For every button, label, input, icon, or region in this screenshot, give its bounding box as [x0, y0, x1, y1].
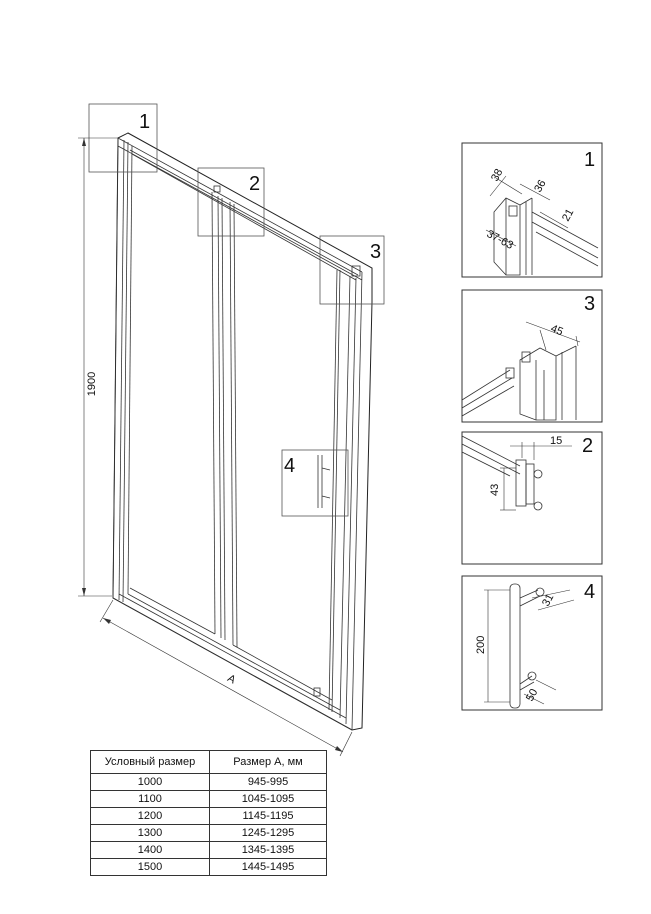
door-main-view: 1 2 3 4 1900 A: [78, 103, 385, 757]
table-row: 1500 1445-1495: [90, 858, 327, 876]
callout-number-1: 1: [139, 111, 150, 133]
size-a-cell: 945-995: [209, 773, 327, 791]
detail-2-dim-43: 43: [489, 484, 501, 496]
detail-4-frame: [461, 575, 603, 711]
detail-4-dim-31: 31: [540, 592, 556, 608]
width-label: A: [225, 672, 238, 686]
header-nominal-size: Условный размер: [90, 750, 210, 774]
detail-1-dim-37-63: 37-63: [485, 228, 515, 252]
height-dimension: 1900: [78, 137, 118, 597]
detail-4-number: 4: [584, 581, 595, 603]
nominal-size-cell: 1100: [90, 790, 210, 808]
detail-3-number: 3: [584, 293, 595, 315]
size-a-cell: 1245-1295: [209, 824, 327, 842]
detail-1-dim-21: 21: [560, 207, 576, 223]
detail-2: 2 15 43: [461, 431, 603, 565]
size-a-cell: 1445-1495: [209, 858, 327, 876]
callout-box-3: [319, 235, 385, 305]
callout-number-3: 3: [370, 241, 381, 263]
table-row: 1300 1245-1295: [90, 824, 327, 842]
size-a-cell: 1045-1095: [209, 790, 327, 808]
detail-2-frame: [461, 431, 603, 565]
detail-4-dim-50: 50: [524, 687, 540, 703]
detail-1-dim-36: 36: [532, 178, 549, 195]
size-table-header: Условный размер Размер А, мм: [90, 750, 327, 774]
detail-3-frame: [461, 289, 603, 423]
width-dimension: A: [99, 599, 353, 757]
table-row: 1400 1345-1395: [90, 841, 327, 859]
nominal-size-cell: 1400: [90, 841, 210, 859]
nominal-size-cell: 1500: [90, 858, 210, 876]
table-row: 1200 1145-1195: [90, 807, 327, 825]
height-label: 1900: [86, 372, 98, 396]
detail-1-frame: [461, 142, 603, 278]
size-table: Условный размер Размер А, мм 1000 945-99…: [90, 750, 327, 876]
nominal-size-cell: 1000: [90, 773, 210, 791]
callout-number-2: 2: [249, 173, 260, 195]
size-a-cell: 1145-1195: [209, 807, 327, 825]
table-row: 1100 1045-1095: [90, 790, 327, 808]
callout-box-4: [281, 449, 349, 517]
nominal-size-cell: 1200: [90, 807, 210, 825]
detail-4-dim-200: 200: [475, 636, 487, 654]
callout-number-4: 4: [284, 455, 295, 477]
table-row: 1000 945-995: [90, 773, 327, 791]
detail-1-dim-38: 38: [489, 167, 505, 183]
detail-3: 3 45: [461, 289, 603, 423]
nominal-size-cell: 1300: [90, 824, 210, 842]
detail-1: 1 38 36 37-63 21: [461, 142, 603, 278]
callout-box-2: [197, 167, 265, 237]
detail-3-dim-45: 45: [549, 323, 565, 339]
detail-2-number: 2: [582, 435, 593, 457]
header-size-a: Размер А, мм: [209, 750, 327, 774]
size-a-cell: 1345-1395: [209, 841, 327, 859]
detail-4: 4 200 31 50: [461, 575, 603, 711]
detail-1-number: 1: [584, 149, 595, 171]
detail-2-dim-15: 15: [550, 435, 562, 447]
